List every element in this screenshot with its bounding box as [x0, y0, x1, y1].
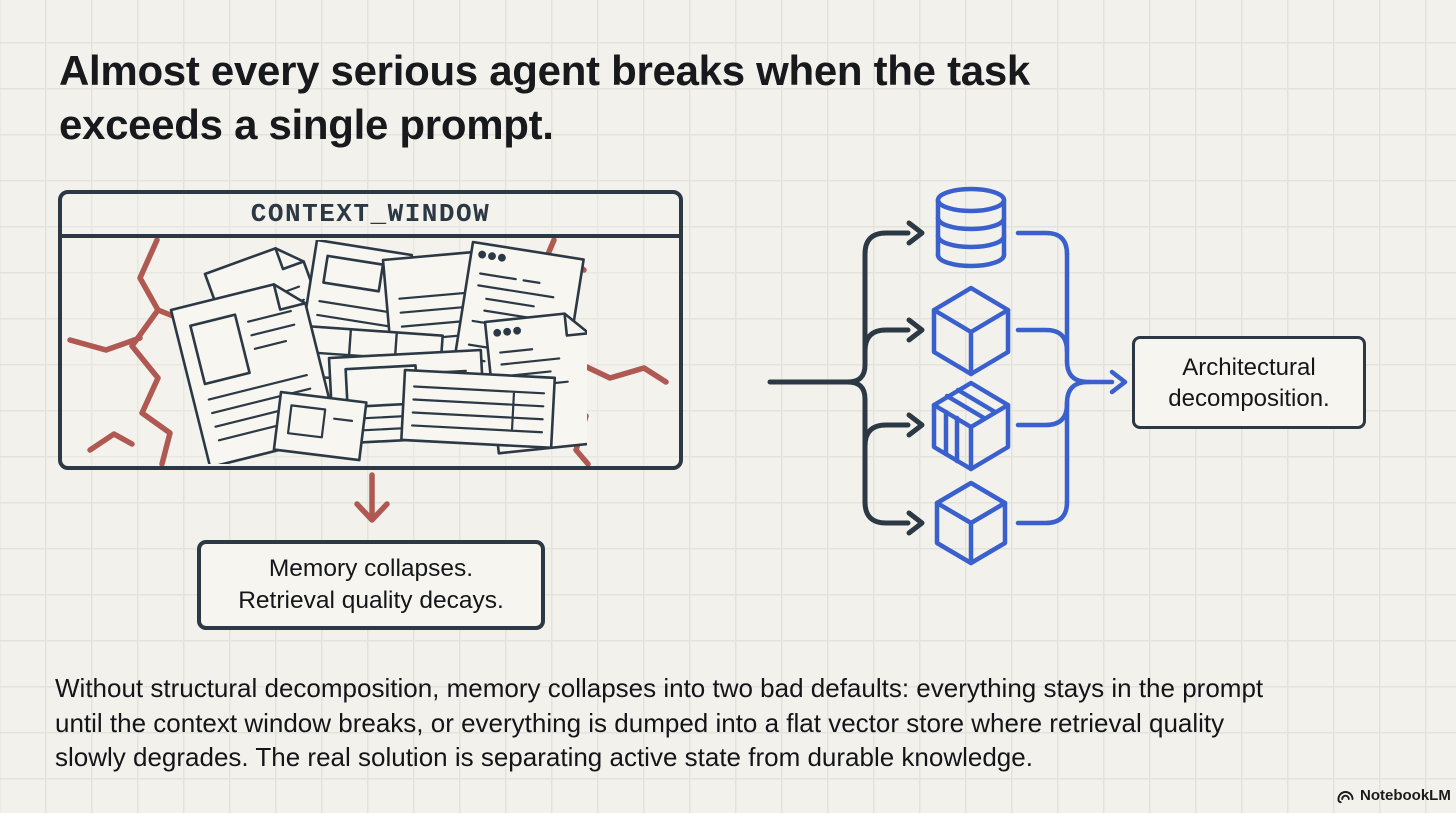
- architectural-decomposition-box: Architectural decomposition.: [1132, 336, 1366, 429]
- card-icon: [272, 390, 368, 462]
- branding-label: NotebookLM: [1360, 786, 1451, 804]
- package-cube-icon: [931, 380, 1011, 472]
- cube-icon: [931, 285, 1011, 377]
- context-window-body: [62, 238, 679, 466]
- down-arrow-icon: [354, 472, 390, 523]
- database-icon: [935, 186, 1007, 269]
- arrowhead-icon: [906, 412, 925, 438]
- context-window-box: CONTEXT_WINDOW: [58, 190, 683, 470]
- page-title: Almost every serious agent breaks when t…: [59, 44, 1030, 152]
- architectural-decomposition-line: decomposition.: [1168, 384, 1330, 412]
- body-paragraph-line: slowly degrades. The real solution is se…: [55, 742, 1033, 772]
- memory-collapse-line: Memory collapses.: [268, 555, 474, 582]
- body-paragraph: Without structural decomposition, memory…: [55, 671, 1415, 775]
- body-paragraph-line: Without structural decomposition, memory…: [55, 673, 1264, 703]
- arrowhead-icon: [906, 317, 925, 343]
- arrowhead-icon: [1109, 369, 1128, 395]
- fan-out-connector-icon: [767, 220, 925, 536]
- page-title-line: Almost every serious agent breaks when t…: [59, 47, 1030, 94]
- merge-connector-icon: [1015, 230, 1128, 526]
- cube-icon: [934, 480, 1008, 566]
- notebooklm-logo-icon: [1337, 790, 1354, 803]
- memory-collapse-line: Retrieval quality decays.: [238, 587, 504, 614]
- context-window-header: CONTEXT_WINDOW: [62, 194, 679, 238]
- table-card-icon: [400, 368, 557, 450]
- page-title-line: exceeds a single prompt.: [59, 101, 554, 148]
- documents-pile-icon: [169, 240, 587, 464]
- context-window-label: CONTEXT_WINDOW: [250, 199, 491, 229]
- branding: NotebookLM: [1336, 784, 1451, 806]
- body-paragraph-line: until the context window breaks, or ever…: [55, 707, 1225, 738]
- memory-collapse-box: Memory collapses. Retrieval quality deca…: [197, 540, 545, 630]
- decomposition-flow-diagram: [767, 186, 1128, 566]
- arrowhead-icon: [906, 510, 925, 536]
- arrowhead-icon: [906, 220, 925, 246]
- architectural-decomposition-line: Architectural: [1182, 353, 1316, 381]
